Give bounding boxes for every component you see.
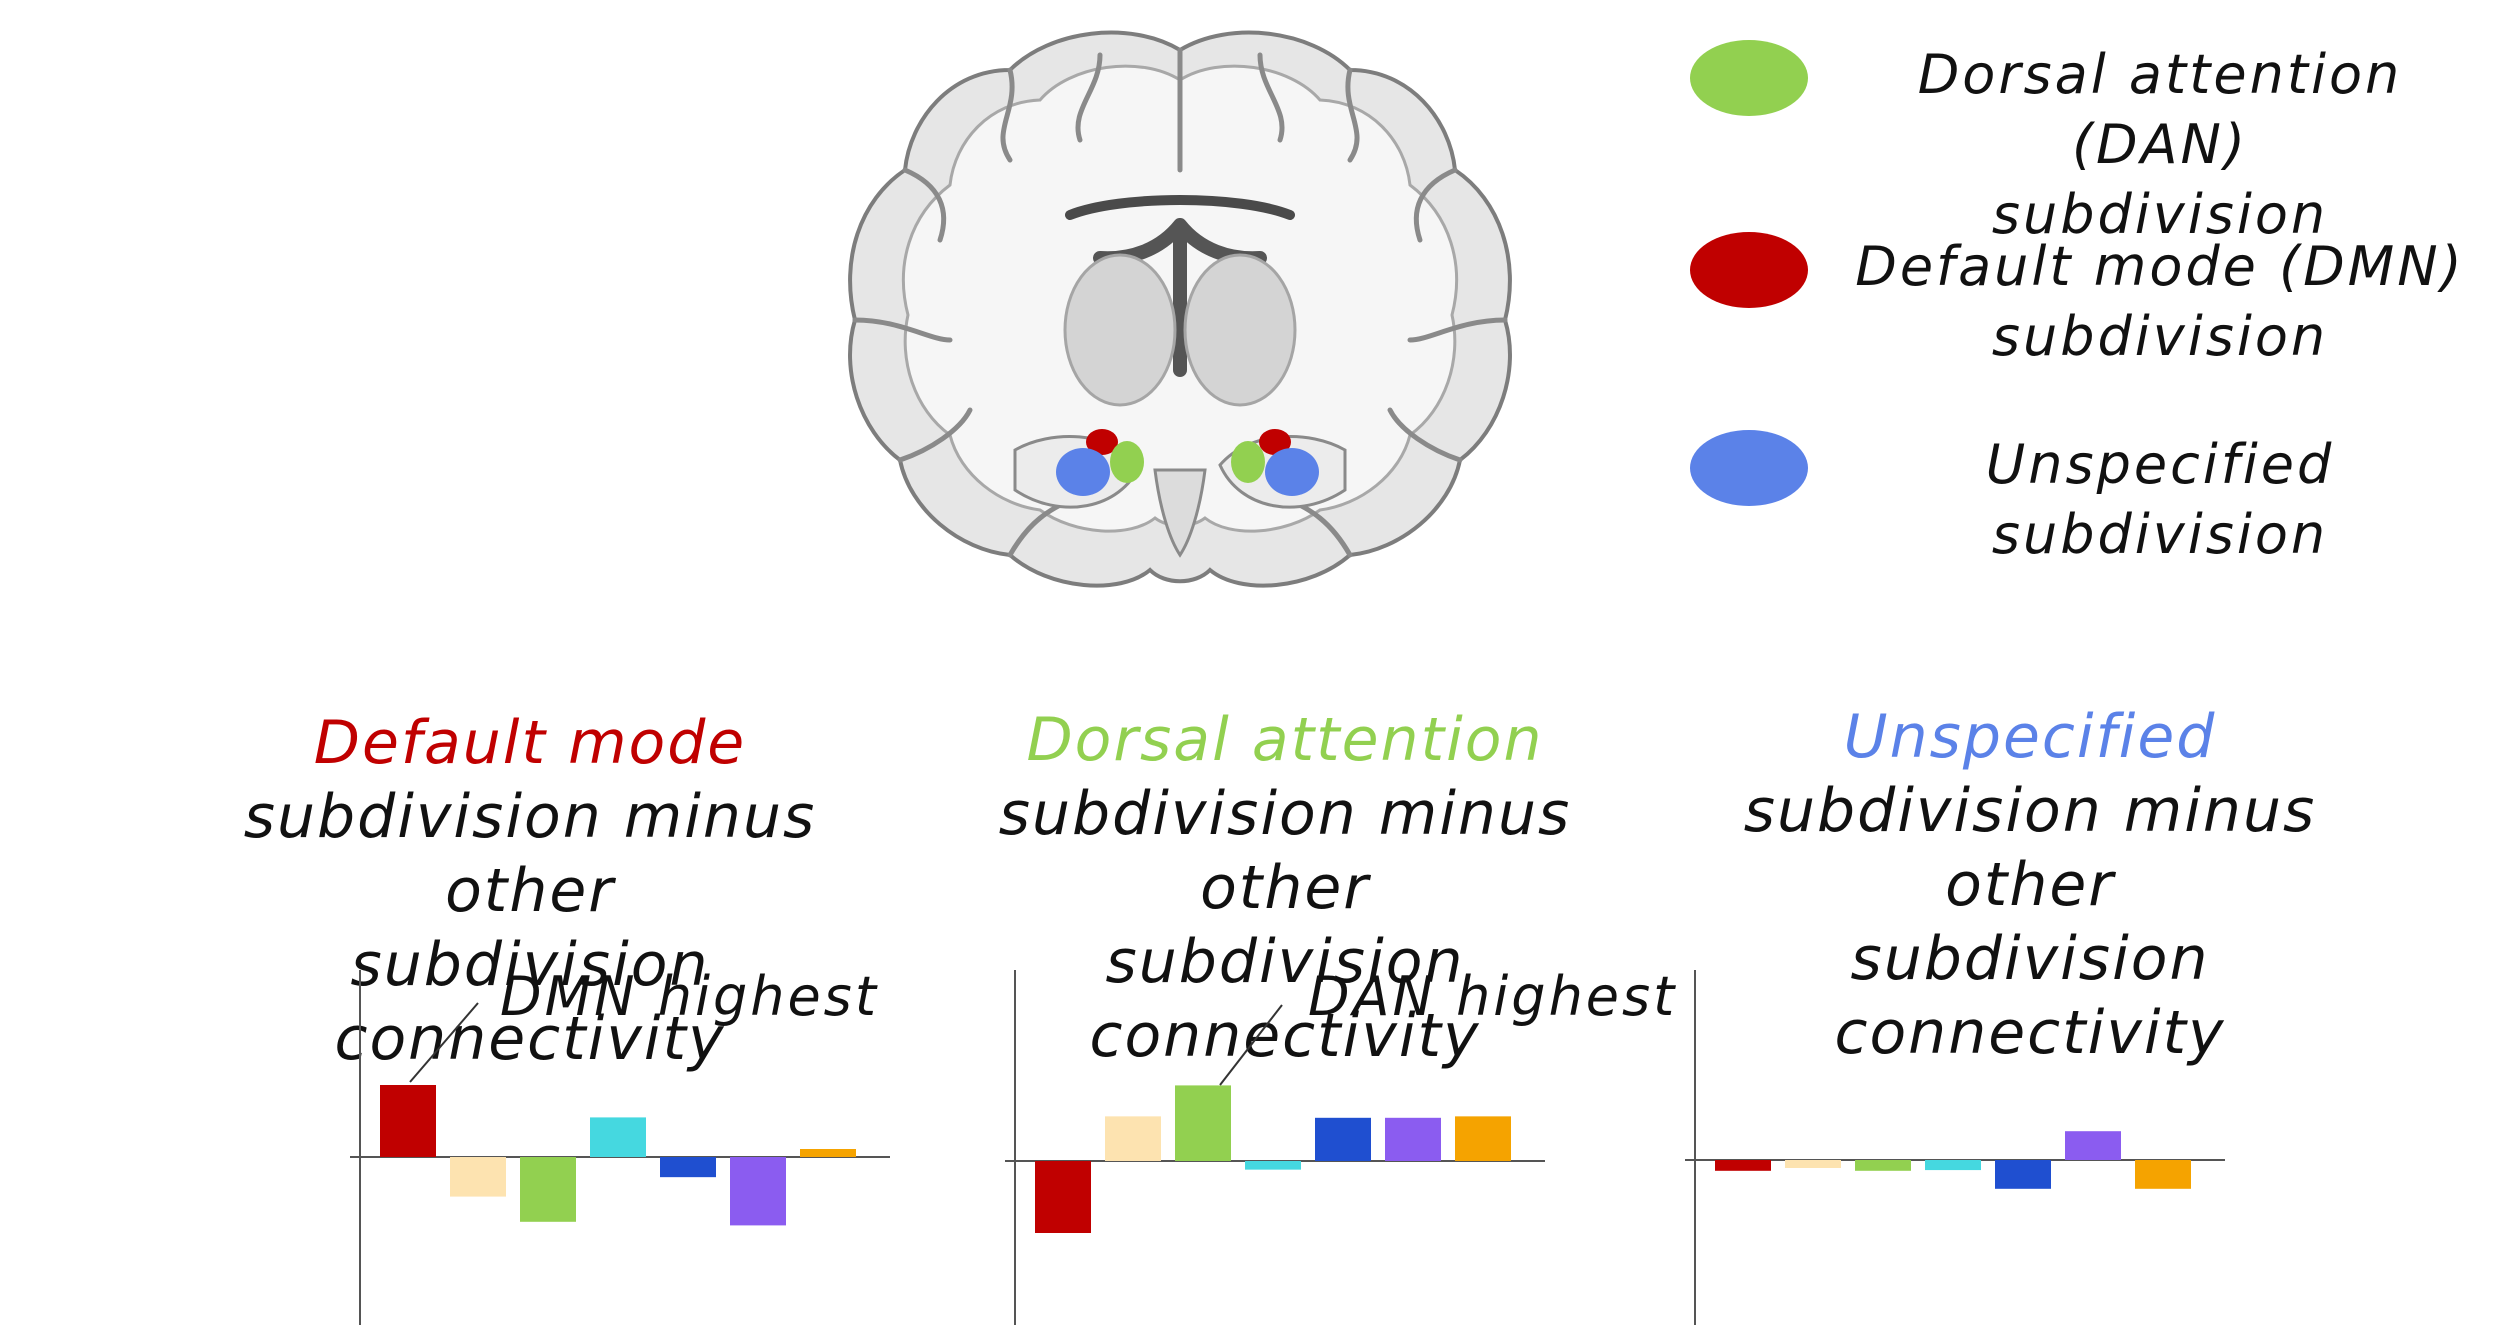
chart-dmn bbox=[350, 970, 890, 1325]
panel-line2-unspecified: subdivision minus other bbox=[1743, 776, 2317, 920]
panel-accent-dmn: Default mode bbox=[313, 708, 747, 778]
legend-swatch-dan bbox=[1690, 40, 1808, 116]
legend-swatch-unspecified bbox=[1690, 430, 1808, 506]
panel-title-dan: Dorsal attention subdivision minus other… bbox=[905, 703, 1665, 1073]
bar-4 bbox=[1315, 1117, 1371, 1161]
chart-dan bbox=[1005, 970, 1545, 1325]
legend-item-dan: Dorsal attention (DAN) subdivision bbox=[1690, 30, 2490, 246]
annotation-dmn-highest: DMN highest bbox=[500, 965, 879, 1028]
legend-item-unspecified: Unspecified subdivision bbox=[1690, 420, 2490, 566]
bar-1 bbox=[1785, 1160, 1841, 1168]
panel-accent-unspecified: Unspecified bbox=[1843, 702, 2217, 772]
left-unspecified-region bbox=[1056, 448, 1110, 496]
bar-3 bbox=[590, 1117, 646, 1157]
left-dmn-region bbox=[1086, 429, 1118, 455]
legend-swatch-dmn bbox=[1690, 232, 1808, 308]
panel-accent-dan: Dorsal attention bbox=[1026, 705, 1544, 775]
bar-1 bbox=[1105, 1116, 1161, 1161]
right-basal-ganglia bbox=[1183, 253, 1297, 407]
bar-1 bbox=[450, 1157, 506, 1197]
bar-0 bbox=[1715, 1160, 1771, 1171]
bar-6 bbox=[1455, 1116, 1511, 1161]
legend-label-dan-line1: Dorsal attention (DAN) bbox=[1917, 43, 2403, 176]
bar-0 bbox=[1035, 1161, 1091, 1233]
bar-4 bbox=[1995, 1160, 2051, 1189]
right-unspecified-region bbox=[1265, 448, 1319, 496]
panel-line3-unspecified: subdivision connectivity bbox=[1834, 924, 2226, 1068]
bar-2 bbox=[1175, 1085, 1231, 1161]
panel-line2-dan: subdivision minus other bbox=[998, 779, 1572, 923]
panel-line3-dan: subdivision connectivity bbox=[1089, 927, 1481, 1071]
annotation-dan-highest: DAN highest bbox=[1308, 965, 1678, 1028]
bar-5 bbox=[2065, 1131, 2121, 1160]
bar-2 bbox=[520, 1157, 576, 1222]
corpus-callosum bbox=[1065, 195, 1295, 220]
right-dmn-region bbox=[1259, 429, 1291, 455]
bar-3 bbox=[1245, 1161, 1301, 1170]
bar-5 bbox=[1385, 1117, 1441, 1161]
legend-label-unspecified-line1: Unspecified subdivision bbox=[1985, 433, 2335, 566]
annotation-leader-line bbox=[409, 1002, 479, 1083]
panel-line2-dmn: subdivision minus other bbox=[243, 782, 817, 926]
chart-unspecified bbox=[1685, 970, 2225, 1325]
annotation-leader-line bbox=[1219, 1004, 1283, 1086]
bar-2 bbox=[1855, 1160, 1911, 1171]
legend-label-dan-line2: subdivision bbox=[1991, 183, 2329, 246]
legend-item-dmn: Default mode (DMN) subdivision bbox=[1690, 222, 2490, 368]
brain-coronal-illustration bbox=[848, 30, 1512, 588]
right-dan-region bbox=[1231, 441, 1265, 483]
legend-label-dmn-line2: subdivision bbox=[1991, 305, 2329, 368]
left-dan-region bbox=[1110, 441, 1144, 483]
left-basal-ganglia bbox=[1063, 253, 1177, 407]
panel-line3-dmn: subdivision connectivity bbox=[334, 930, 726, 1074]
bar-6 bbox=[800, 1149, 856, 1157]
bar-3 bbox=[1925, 1160, 1981, 1171]
brainstem bbox=[1153, 468, 1207, 558]
bar-0 bbox=[380, 1085, 436, 1157]
bar-6 bbox=[2135, 1160, 2191, 1189]
legend-label-dmn-line1: Default mode (DMN) bbox=[1855, 235, 2465, 298]
panel-title-unspecified: Unspecified subdivision minus other subd… bbox=[1650, 700, 2410, 1070]
bar-5 bbox=[730, 1157, 786, 1226]
sulci bbox=[852, 47, 1508, 558]
bar-4 bbox=[660, 1157, 716, 1178]
panel-title-dmn: Default mode subdivision minus other sub… bbox=[150, 706, 910, 1076]
